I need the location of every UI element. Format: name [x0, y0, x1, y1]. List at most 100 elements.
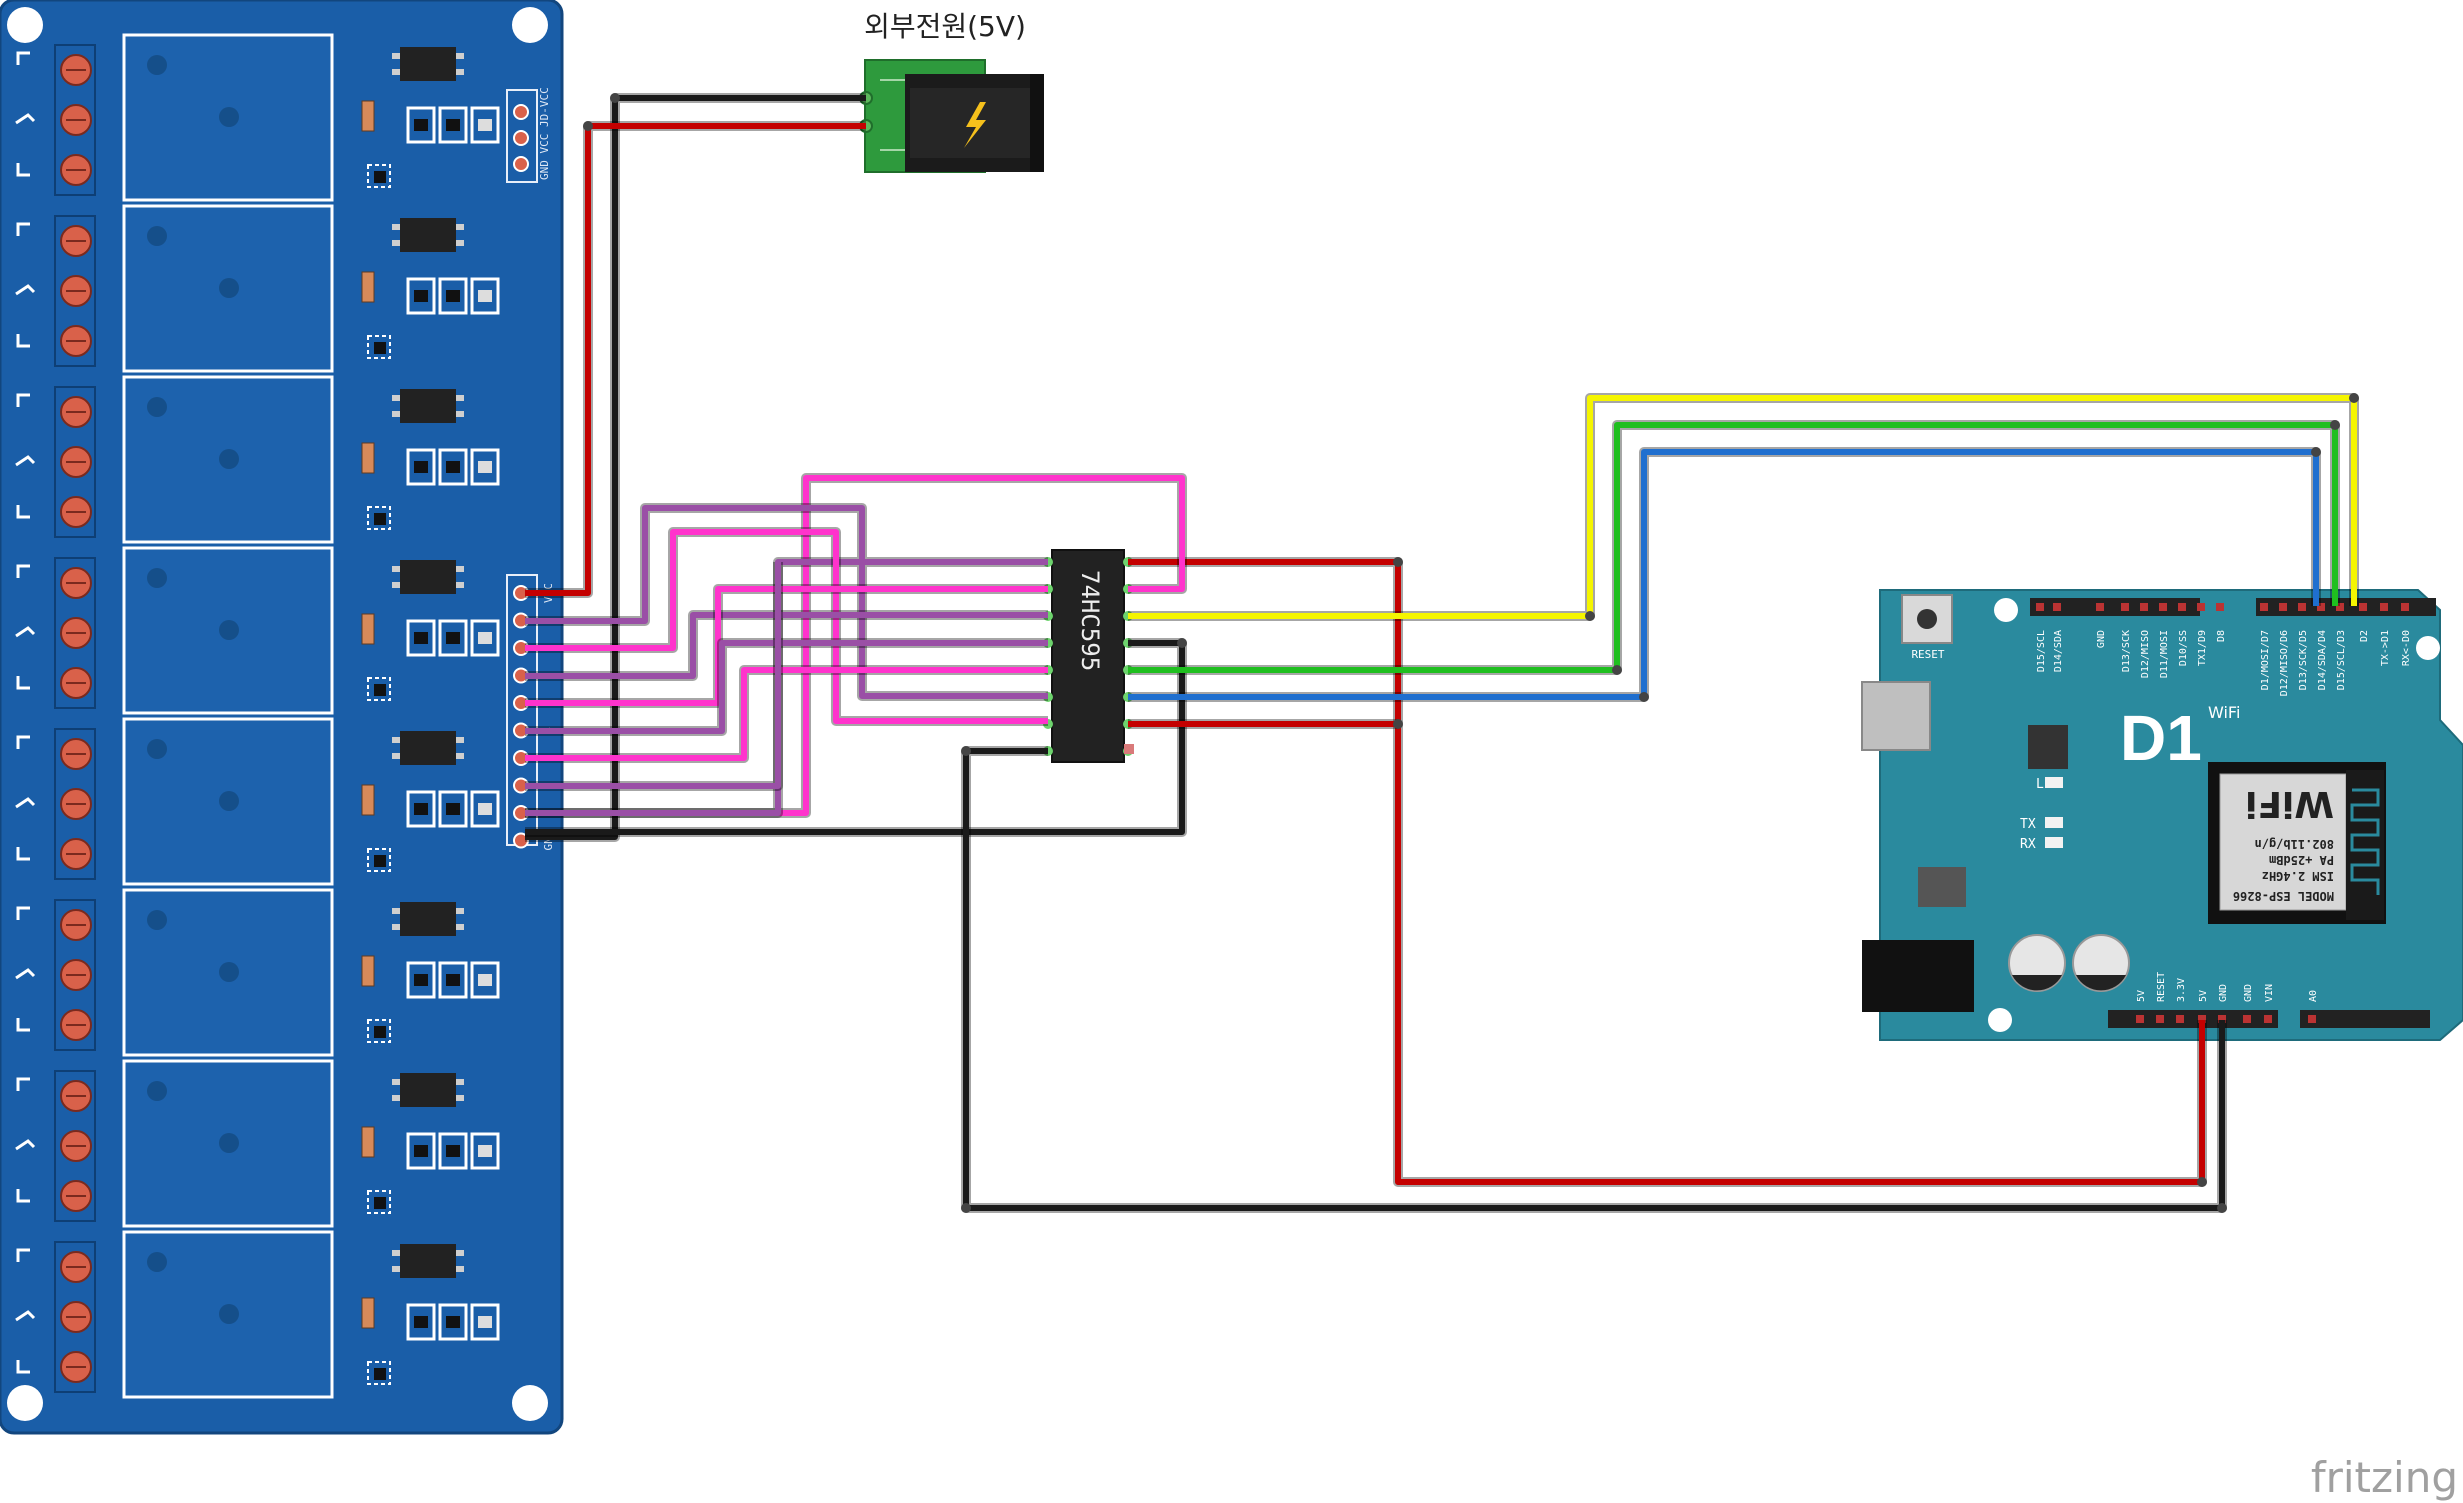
wire-junction — [1393, 557, 1403, 567]
header-pin[interactable] — [2359, 603, 2367, 611]
header-pin[interactable] — [2279, 603, 2287, 611]
header-pin[interactable] — [2308, 1015, 2316, 1023]
header-pin-label: GND — [2218, 984, 2229, 1002]
smd-component — [470, 790, 500, 828]
header-pin[interactable] — [2260, 603, 2268, 611]
wire — [525, 586, 1048, 706]
smd-component — [438, 277, 468, 315]
reset-button[interactable] — [1901, 594, 1953, 644]
smd-component — [470, 106, 500, 144]
transistor — [374, 513, 386, 525]
led-label-l: L — [2036, 777, 2044, 792]
com-symbol — [15, 284, 36, 296]
header-pin[interactable] — [2156, 1015, 2164, 1023]
header-pin-label: D2 — [2359, 630, 2370, 642]
smd-component — [470, 1132, 500, 1170]
wifi-label: WiFi — [2208, 703, 2240, 722]
com-symbol — [15, 797, 36, 809]
no-symbol — [16, 847, 30, 861]
nc-symbol — [16, 1077, 30, 1091]
module-label: PA +25dBm — [2269, 853, 2334, 867]
nc-symbol — [16, 906, 30, 920]
header-pin[interactable] — [2121, 603, 2129, 611]
nc-symbol — [16, 393, 30, 407]
module-label: ISM 2.4GHz — [2262, 869, 2334, 883]
transistor-outline — [367, 677, 391, 701]
wire — [525, 640, 1185, 835]
smd-component — [470, 961, 500, 999]
digital-header-right — [2256, 598, 2436, 616]
wire — [1128, 422, 2338, 673]
header-pin[interactable] — [2380, 603, 2388, 611]
header-pin[interactable] — [2336, 603, 2344, 611]
header-pin[interactable] — [2218, 1015, 2226, 1023]
header-pin-label: D13/SCK/D5 — [2298, 630, 2309, 690]
relay-hole — [147, 1252, 167, 1272]
transistor — [374, 855, 386, 867]
reset-label: RESET — [1911, 648, 1944, 661]
com-symbol — [15, 968, 36, 980]
relay-hole — [219, 278, 239, 298]
transistor-outline — [367, 506, 391, 530]
led-label-tx: TX — [2020, 817, 2036, 832]
smd-component — [438, 961, 468, 999]
header-pin[interactable] — [2264, 1015, 2272, 1023]
wire — [1128, 559, 2205, 1185]
header-pin-label: 3.3V — [2176, 978, 2187, 1002]
transistor-outline — [367, 848, 391, 872]
header-pin[interactable] — [2176, 1015, 2184, 1023]
wire-outline — [525, 665, 1048, 763]
header-pin[interactable] — [2243, 1015, 2251, 1023]
optocoupler — [400, 47, 456, 81]
smd-component — [470, 277, 500, 315]
fritzing-watermark: fritzing — [2311, 1453, 2458, 1502]
header-pin[interactable] — [2197, 603, 2205, 611]
optocoupler — [400, 1073, 456, 1107]
transistor-outline — [367, 1019, 391, 1043]
relay-hole — [219, 620, 239, 640]
wire — [525, 123, 866, 596]
relay-channel — [15, 888, 500, 1057]
relay-hole — [219, 1304, 239, 1324]
header-pin[interactable] — [2159, 603, 2167, 611]
header-pin-label: 5V — [2198, 990, 2209, 1002]
header-pin[interactable] — [2401, 603, 2409, 611]
header-pin[interactable] — [2317, 603, 2325, 611]
header-pin-label: GND — [2243, 984, 2254, 1002]
relay-hole — [219, 791, 239, 811]
header-pin[interactable] — [2036, 603, 2044, 611]
relay-hole — [219, 107, 239, 127]
header-pin[interactable] — [2298, 603, 2306, 611]
smd-component — [406, 106, 436, 144]
transistor — [374, 1368, 386, 1380]
optocoupler — [400, 218, 456, 252]
led-l — [2045, 777, 2063, 788]
header-pin[interactable] — [2096, 603, 2104, 611]
smd-component — [470, 619, 500, 657]
jd-vcc-header: GND VCC JD-VCC — [506, 87, 551, 183]
header-pin[interactable] — [2198, 1015, 2206, 1023]
header-pin[interactable] — [2136, 1015, 2144, 1023]
com-symbol — [15, 455, 36, 467]
transistor-outline — [367, 1190, 391, 1214]
header-pin[interactable] — [2053, 603, 2061, 611]
header-pin[interactable] — [2140, 603, 2148, 611]
smd-component — [470, 1303, 500, 1341]
relay-channel — [15, 546, 500, 715]
relay-channel — [15, 375, 500, 544]
header-pin[interactable] — [2178, 603, 2186, 611]
usb-chip — [2028, 725, 2068, 769]
wire-junction — [1393, 719, 1403, 729]
header-pin-label: GND — [2096, 630, 2107, 648]
no-symbol — [16, 505, 30, 519]
diode — [361, 1297, 375, 1329]
header-pin[interactable] — [2216, 603, 2224, 611]
analog-header — [2300, 1010, 2430, 1028]
transistor — [374, 684, 386, 696]
wire-junction — [2197, 1177, 2207, 1187]
lightning-icon — [964, 102, 986, 148]
jd-vcc-header-label: GND VCC JD-VCC — [538, 87, 551, 180]
header-pin-label: D12/MISO/D6 — [2279, 630, 2290, 696]
smd-component — [406, 277, 436, 315]
